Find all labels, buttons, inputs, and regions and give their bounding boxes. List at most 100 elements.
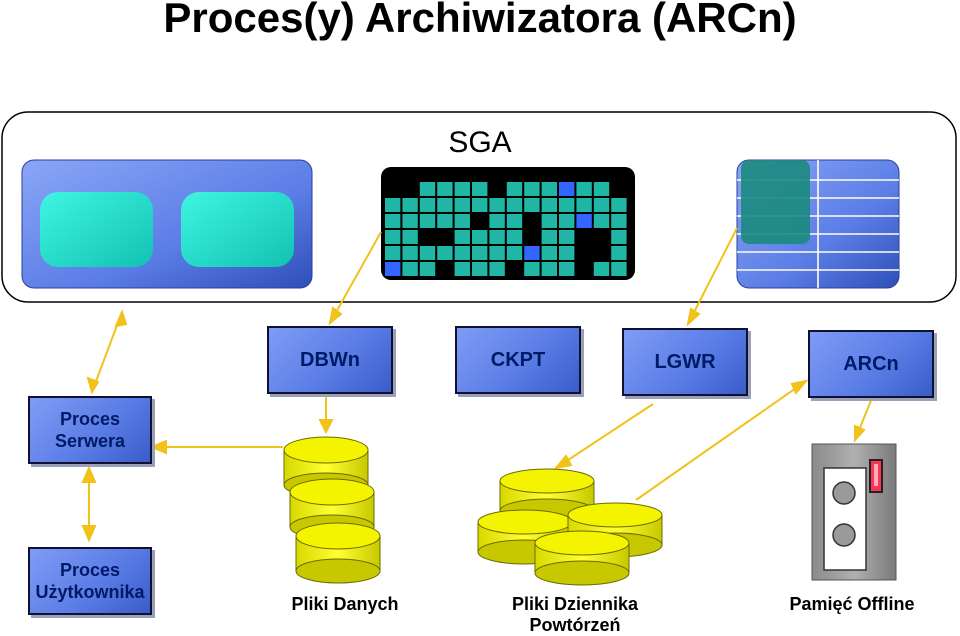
buffer-cache-cell [541,246,557,260]
buffer-cache-cell [541,182,557,196]
buffer-cache-cell [541,230,557,244]
arrows [81,227,873,543]
arrow-buffer-dbwn [329,231,382,324]
buffer-cache-cell [593,230,610,244]
arrow-head [86,376,100,395]
process-user: Proces Użytkownika [28,547,152,615]
buffer-cache-cell [576,230,592,244]
buffer-cache-cell [472,198,488,212]
buffer-cache-cell [506,198,523,212]
arrow-head [553,454,573,470]
buffer-cache-cell [593,182,610,196]
sga-label: SGA [448,126,512,159]
buffer-cache-cell [506,230,523,244]
buffer-cache-cell [506,262,523,276]
arrow-head [328,306,343,326]
buffer-cache-cell [611,182,627,196]
buffer-cache-cell [489,198,505,212]
buffer-cache-cell [576,246,592,260]
shared-pool-cell-right [181,192,294,267]
buffer-cache-cell [506,246,523,260]
buffer-cache-cell [385,246,401,260]
buffer-cache-cell [437,262,453,276]
buffer-cache-cell [559,246,575,260]
buffer-cache-cell [559,214,575,228]
buffer-cache-cell [402,230,418,244]
buffer-cache-cell [402,214,418,228]
buffer-cache-cell [576,198,592,212]
buffer-cache-cell [472,230,488,244]
buffer-cache-cell [559,230,575,244]
buffer-cache-cell [524,262,540,276]
buffer-cache-cell [524,182,540,196]
server-label-line2: Serwera [54,431,126,451]
buffer-cache-cell [489,246,505,260]
buffer-cache-cell [524,214,540,228]
buffer-cache-cell [593,262,610,276]
buffer-cache-cell [437,182,453,196]
buffer-cache-cell [489,230,505,244]
buffer-cache-cell [559,262,575,276]
offline-storage-device [811,443,897,581]
cylinder [295,522,381,584]
buffer-cache-cell [472,214,488,228]
buffer-cache-cell [437,198,453,212]
buffer-cache-cell [454,230,470,244]
ckpt-label: CKPT [490,348,546,371]
buffer-cache-cell [437,230,453,244]
dbwn-label: DBWn [300,348,360,371]
buffer-cache-cell [385,198,401,212]
buffer-cache-cell [419,214,436,228]
process-dbwn: DBWn [267,326,393,394]
buffer-cache-cell [593,214,610,228]
buffer-cache-cell [524,198,540,212]
buffer-cache-cell [385,262,401,276]
arrow-head [686,307,701,327]
arrow-head [149,439,167,455]
buffer-cache-cell [419,246,436,260]
arrow-head [81,465,97,483]
buffer-cache-cell [402,198,418,212]
buffer-cache-cell [489,182,505,196]
buffer-cache-cell [472,182,488,196]
offline-storage-label: Pamięć Offline [789,594,915,614]
buffer-cache-cell [385,182,401,196]
arrow-logbuffer-lgwr [687,227,738,325]
buffer-cache-cell [454,198,470,212]
arrow-redo-arcn [635,380,807,501]
buffer-cache-cell [402,262,418,276]
process-arcn: ARCn [808,330,934,398]
buffer-cache-cell [385,230,401,244]
buffer-cache-cell [576,214,592,228]
user-label-line1: Proces [59,560,121,580]
arrow-head [318,419,334,435]
lgwr-label: LGWR [654,350,716,373]
buffer-cache-cell [576,262,592,276]
buffer-cache-cell [611,214,627,228]
data-files-cylinders [283,436,381,584]
arcn-label: ARCn [843,352,899,375]
buffer-cache-cell [524,230,540,244]
page-title: Proces(y) Archiwizatora (ARCn) [163,0,797,41]
buffer-cache-cell [506,182,523,196]
buffer-cache-grid [385,182,627,276]
buffer-cache-cell [419,198,436,212]
buffer-cache-cell [524,246,540,260]
buffer-cache-cell [419,230,436,244]
arrow-lgwr-redo [555,403,654,469]
buffer-cache-cell [541,198,557,212]
buffer-cache-cell [559,182,575,196]
buffer-cache-cell [454,262,470,276]
buffer-cache-cell [506,214,523,228]
buffer-cache-cell [472,246,488,260]
buffer-cache-cell [489,262,505,276]
buffer-cache-cell [541,262,557,276]
buffer-cache-cell [419,182,436,196]
redo-log-buffer-highlight [741,160,810,244]
user-label-line2: Użytkownika [35,582,145,602]
arrow-head [81,525,97,543]
server-label-line1: Proces [59,409,121,429]
arrow-head [790,379,809,395]
process-server: Proces Serwera [28,396,152,464]
